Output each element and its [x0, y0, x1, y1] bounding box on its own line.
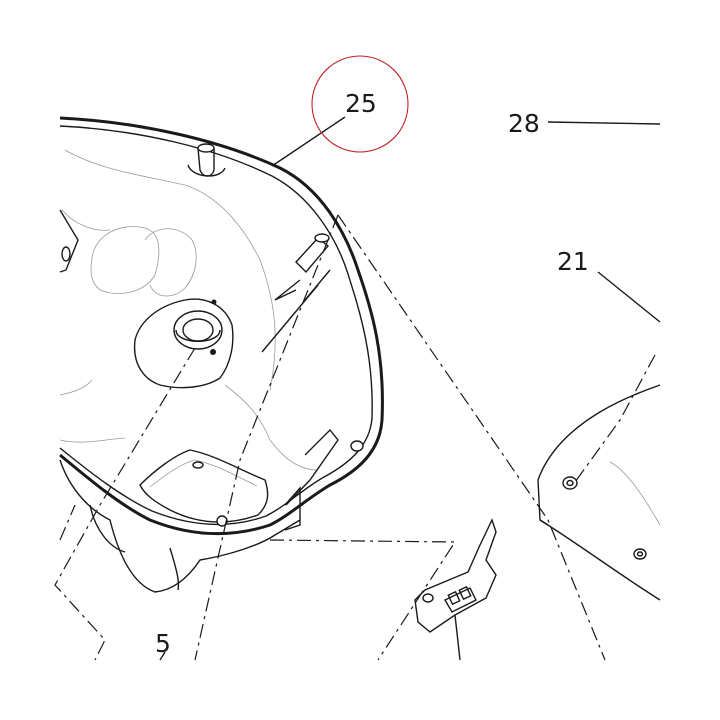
housing-skirt-edge — [89, 504, 126, 553]
side-panel-screw-2-inner — [636, 551, 644, 557]
small-bracket-hole — [422, 593, 434, 603]
contour-2 — [61, 209, 111, 231]
small-bracket-stem — [454, 614, 461, 661]
leader-25 — [271, 116, 346, 167]
mount-hole-pin-2 — [211, 299, 217, 305]
callout-28: 28 — [508, 109, 540, 138]
small-bracket-part — [414, 518, 497, 661]
housing-part — [59, 116, 384, 593]
mount-hole-wall — [175, 329, 221, 342]
right-rib — [261, 269, 331, 353]
bottom-opening — [139, 449, 269, 523]
side-panel-lower-edge — [539, 519, 549, 526]
side-panel-contour — [609, 461, 661, 526]
assembly-line-5 — [59, 504, 76, 541]
assembly-line-2 — [194, 214, 339, 661]
contour-5 — [224, 384, 319, 471]
leader-21 — [597, 271, 661, 323]
leader-28 — [547, 121, 661, 125]
side-panel-screw-1-inner — [566, 479, 574, 487]
assembly-line-4 — [54, 347, 196, 661]
callout-25: 25 — [345, 89, 377, 118]
housing-inner-rim — [59, 125, 373, 526]
mount-hole-pin-1 — [210, 349, 216, 355]
small-bracket-slot-1 — [447, 590, 461, 606]
mount-hole-inner — [182, 318, 214, 342]
assembly-line-1 — [337, 214, 606, 661]
contour-1 — [64, 149, 276, 391]
top-post-cap — [197, 143, 215, 153]
housing-skirt-edge-2 — [169, 547, 180, 591]
bottom-opening-pin — [192, 461, 204, 469]
assembly-line-3 — [269, 539, 457, 661]
left-recess-hole — [61, 246, 71, 262]
top-post-base — [187, 164, 226, 177]
small-bracket-body — [414, 518, 497, 633]
lower-left-screw — [216, 515, 228, 527]
side-panel-screw-1 — [562, 476, 578, 490]
contour-4 — [59, 437, 126, 443]
bottom-opening-inner — [149, 459, 258, 488]
leader-lines — [159, 116, 661, 661]
side-panel-part — [537, 384, 661, 601]
leader-5 — [159, 651, 166, 661]
side-panel-screw-2 — [633, 548, 647, 560]
lower-bracket — [285, 428, 339, 506]
small-bracket-slot-2 — [458, 585, 472, 601]
right-post-cap — [314, 233, 330, 243]
assembly-lines — [54, 214, 656, 661]
small-bracket-face — [444, 587, 477, 613]
right-post — [295, 237, 329, 274]
right-rib-2 — [274, 279, 301, 301]
callout-5: 5 — [155, 629, 171, 658]
assembly-line-6 — [574, 354, 656, 483]
left-recess — [59, 209, 79, 273]
lower-right-screw — [350, 440, 364, 452]
raised-pad-left — [90, 226, 160, 294]
side-panel-outline — [537, 384, 661, 601]
raised-pad-right — [144, 228, 197, 297]
callout-21: 21 — [557, 247, 589, 276]
mount-hole-outer — [173, 310, 223, 350]
mount-boss-block — [133, 298, 234, 389]
lower-clip — [284, 486, 301, 531]
contour-3 — [59, 379, 93, 396]
housing-outer-rim — [59, 116, 384, 536]
callout-25-highlight — [311, 55, 409, 153]
